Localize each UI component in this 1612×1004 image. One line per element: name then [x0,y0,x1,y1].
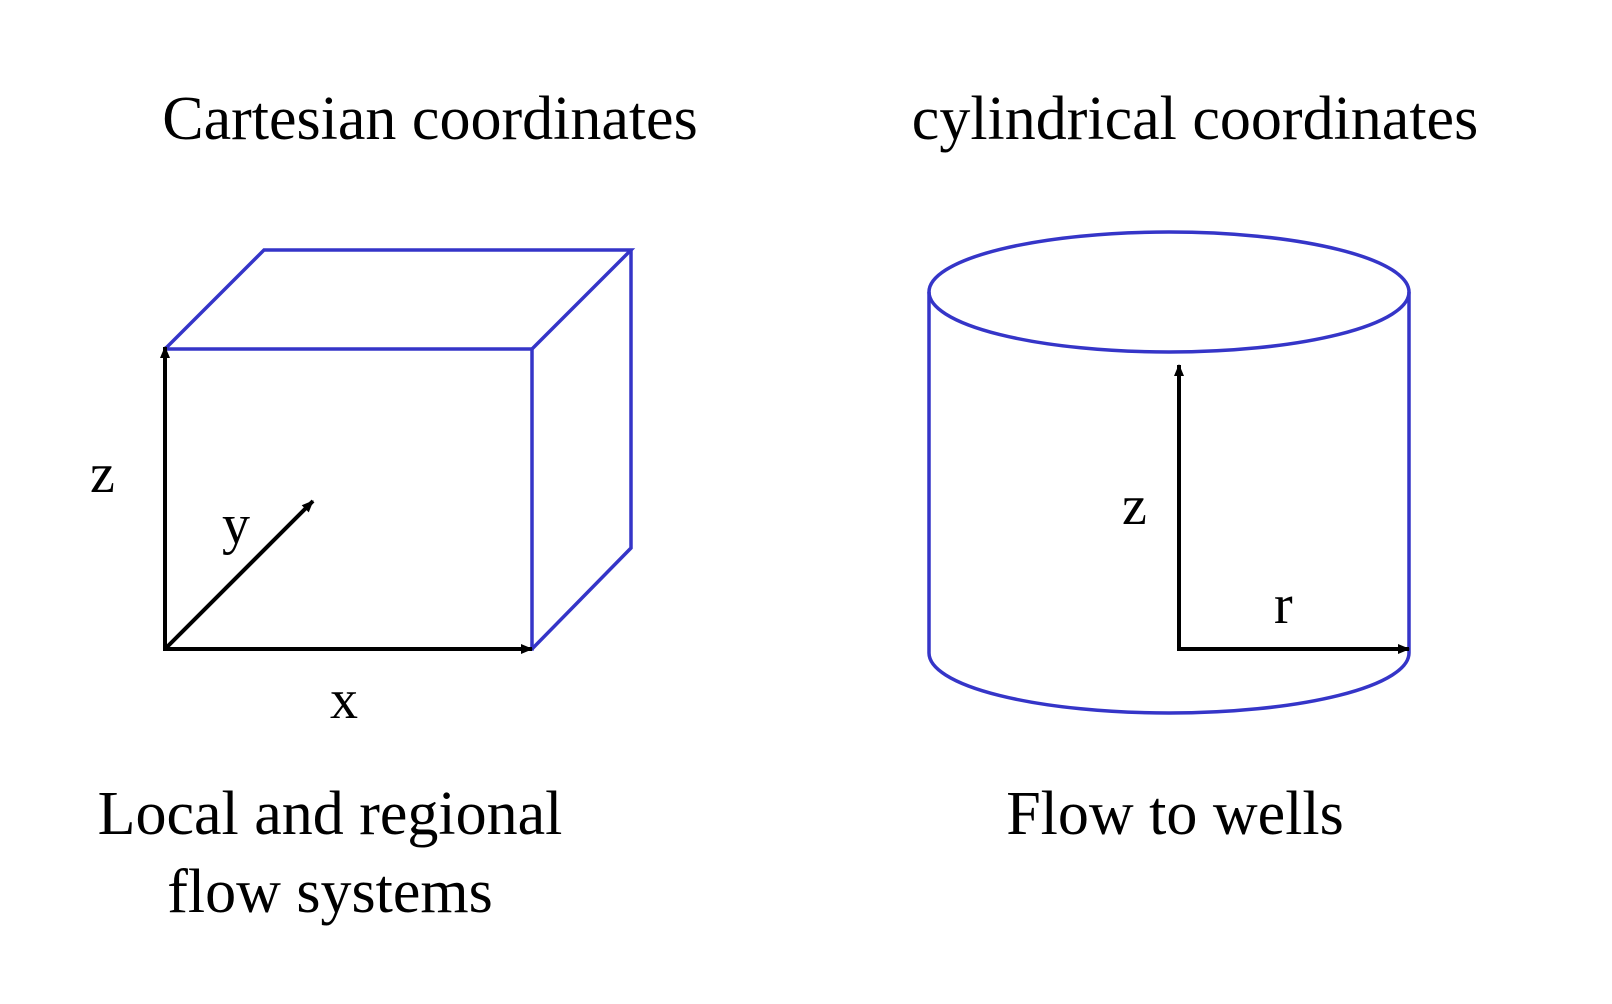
cartesian-x-label: x [330,669,358,731]
cylinder-bottom [927,652,1411,715]
cartesian-caption-line2: flow systems [167,858,493,926]
cylinder-shape [927,230,1411,715]
cube-top-face [163,248,636,351]
cylinder-top [927,230,1411,354]
cylindrical-heading: cylindrical coordinates [911,85,1479,153]
cartesian-caption: Local and regional flow systems [50,775,610,931]
cube-side-face [530,250,633,651]
cartesian-y-label: y [222,494,250,556]
cylindrical-caption: Flow to wells [1006,780,1344,848]
cartesian-y-axis [163,499,315,651]
cartesian-caption-line1: Local and regional [97,780,563,848]
cube-front-face [163,347,534,651]
cartesian-axes [160,346,533,654]
cylindrical-axes [1174,364,1410,654]
cylindrical-z-label: z [1122,475,1147,537]
cube-shape [163,248,636,651]
cartesian-z-label: z [90,443,115,505]
cartesian-heading: Cartesian coordinates [162,85,698,153]
cylindrical-r-label: r [1274,574,1293,636]
